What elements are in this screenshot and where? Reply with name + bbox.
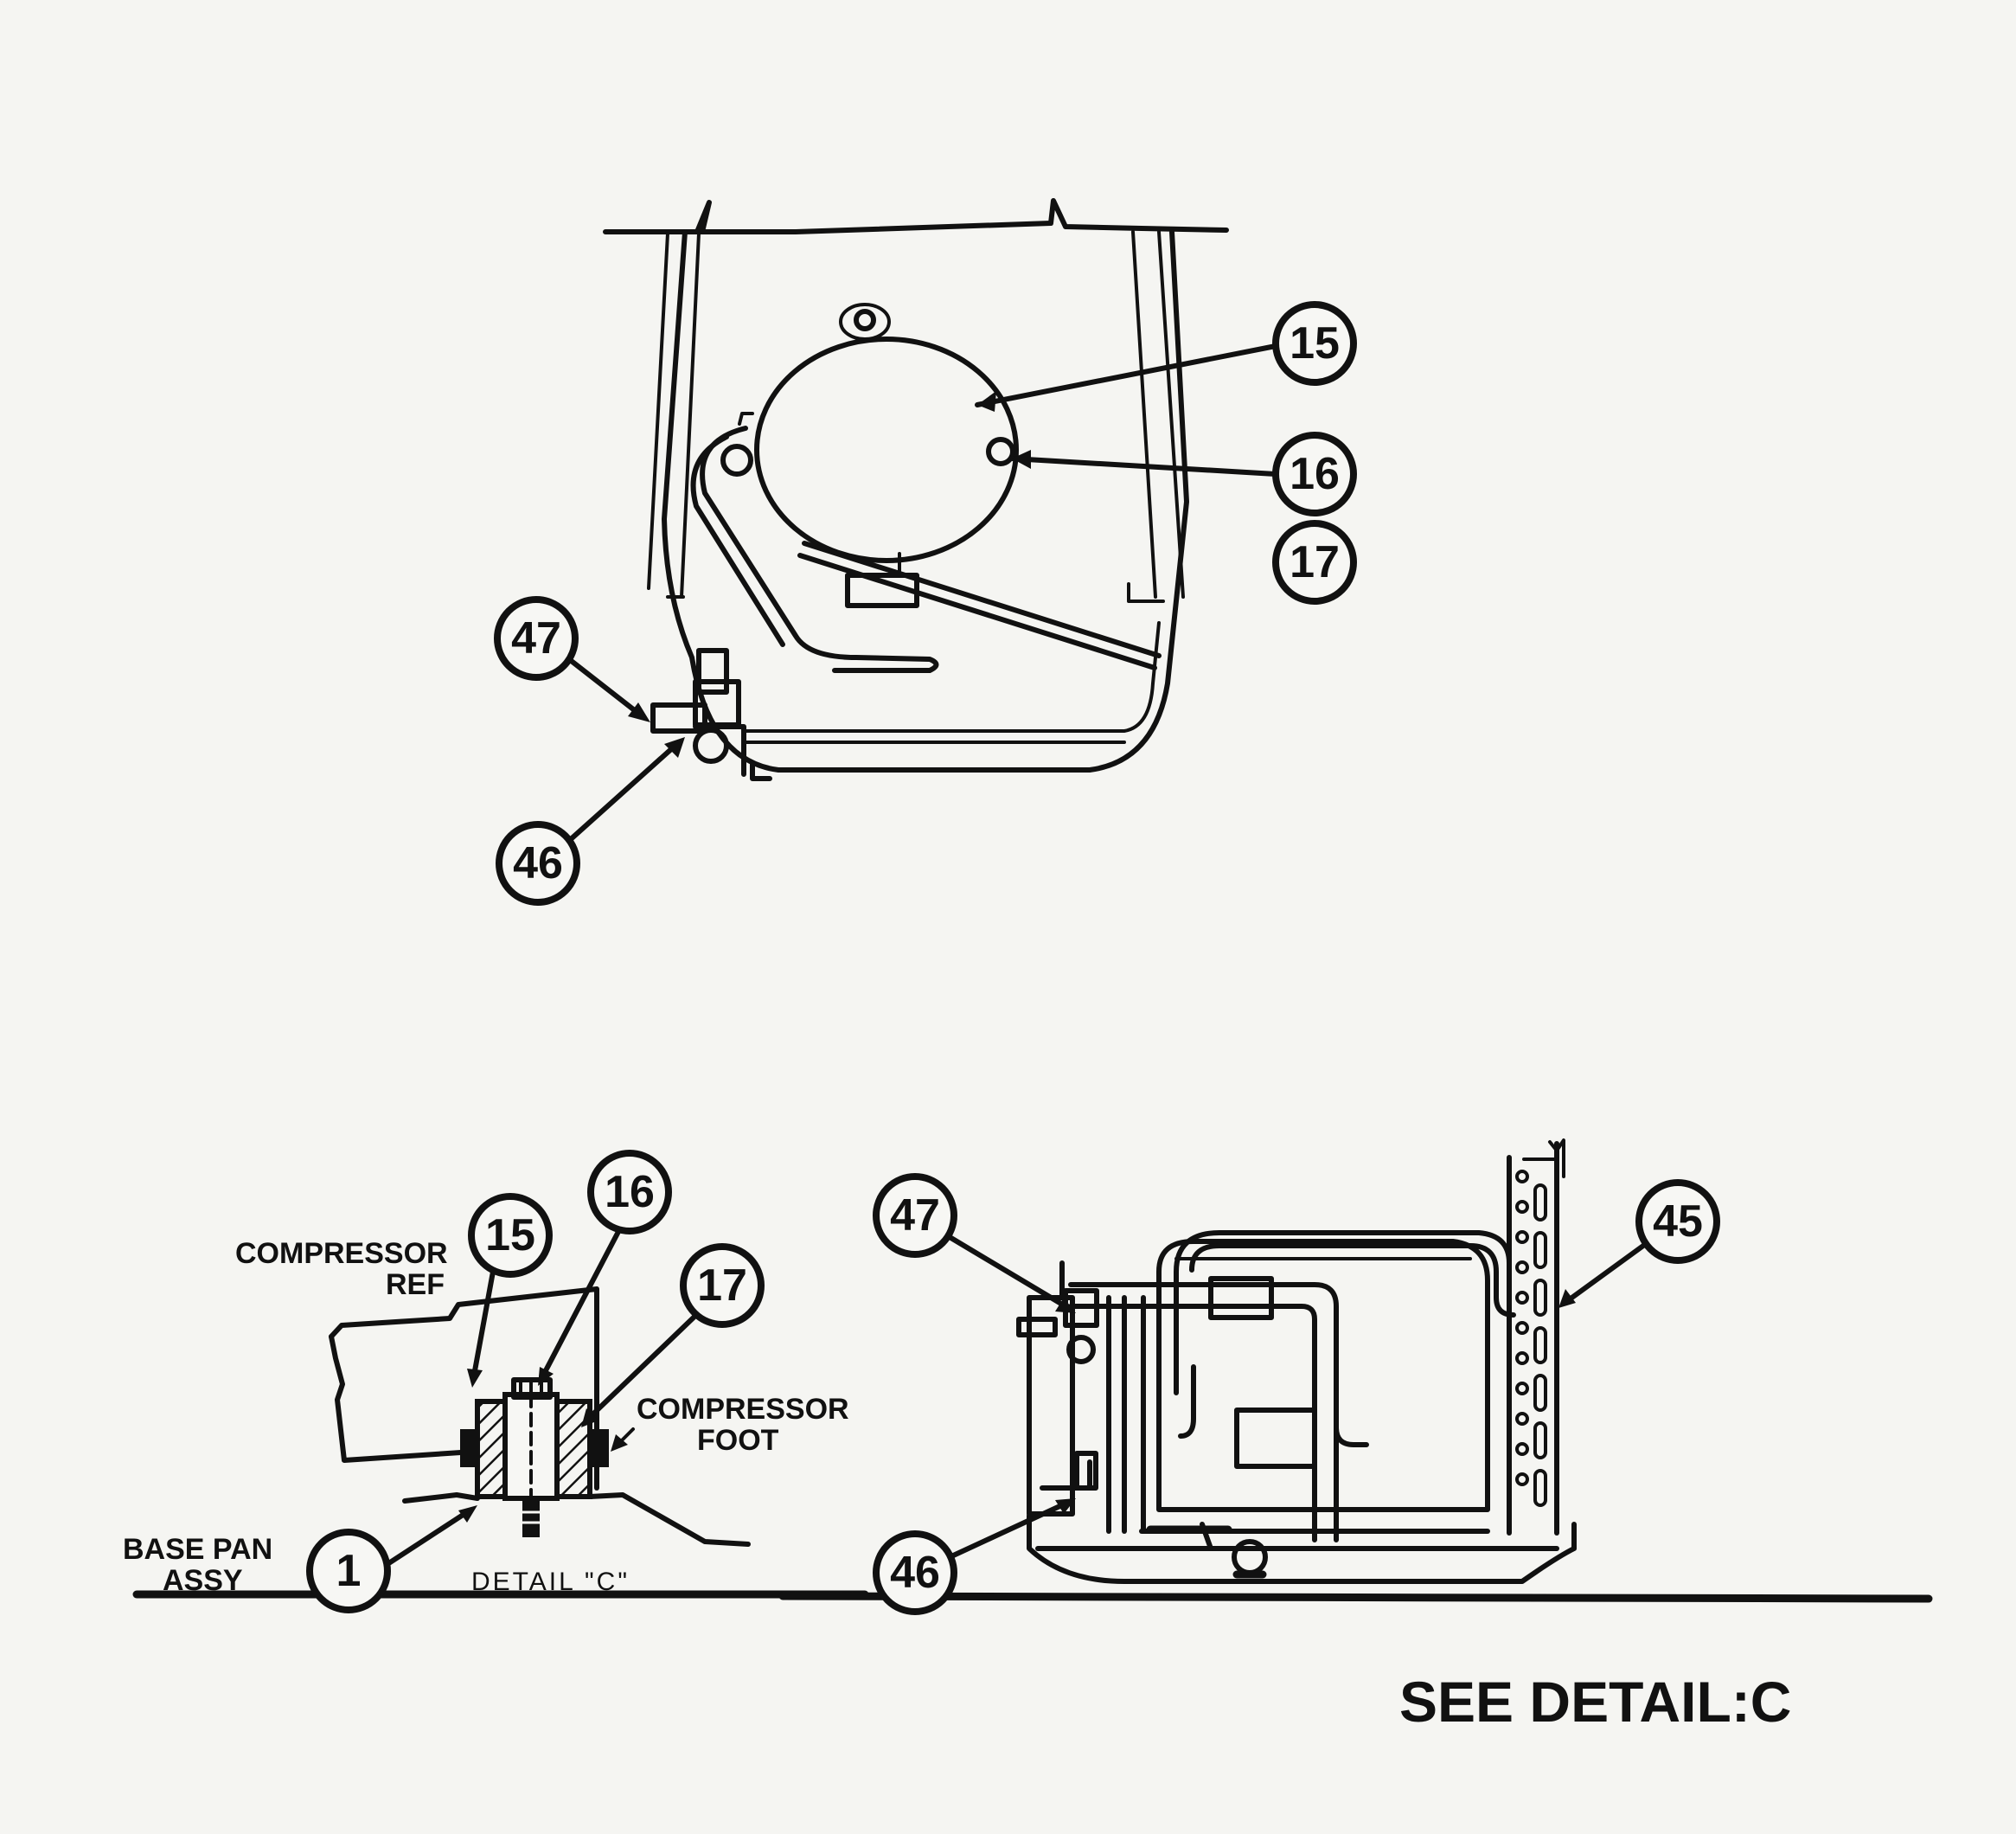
- compressor-foot-left: [460, 1429, 479, 1467]
- svg-text:15: 15: [485, 1210, 535, 1260]
- side-callouts: 47 46 45: [873, 1173, 1720, 1615]
- svg-text:15: 15: [1290, 318, 1340, 369]
- callout-47-top: 47: [494, 596, 579, 681]
- side-view: [778, 1138, 1933, 1603]
- top-callouts: 15 16 17 47 46: [494, 301, 1357, 906]
- svg-text:1: 1: [336, 1546, 362, 1596]
- compressor-ref-label-1: COMPRESSOR: [235, 1237, 448, 1270]
- svg-text:45: 45: [1653, 1196, 1703, 1247]
- svg-text:16: 16: [605, 1167, 655, 1217]
- mounting-bolt-left: [720, 444, 753, 477]
- detail-c-caption: DETAIL "C": [471, 1568, 630, 1596]
- base-pan-label-1: BASE PAN: [123, 1533, 272, 1566]
- compressor-ref-label-2: REF: [386, 1268, 445, 1301]
- callout-47-side: 47: [873, 1173, 957, 1258]
- compressor-foot-label-2: FOOT: [697, 1424, 779, 1457]
- see-detail-caption: SEE DETAIL:C: [1399, 1670, 1791, 1734]
- callout-16-top: 16: [1272, 432, 1357, 516]
- coil-tubes: [1515, 1170, 1547, 1507]
- compressor-foot-label-1: COMPRESSOR: [637, 1393, 849, 1426]
- compressor-body-top: [754, 337, 1019, 563]
- detail-c-labels: COMPRESSOR REF COMPRESSOR FOOT BASE PAN …: [123, 1237, 849, 1597]
- callout-17-detail: 17: [680, 1243, 765, 1328]
- detail-c-callouts: 15 16 17 1: [306, 1150, 765, 1613]
- base-pan-label-2: ASSY: [163, 1564, 243, 1597]
- svg-text:17: 17: [697, 1260, 747, 1311]
- svg-text:16: 16: [1290, 449, 1340, 499]
- compressor-foot-right: [590, 1429, 609, 1467]
- svg-text:47: 47: [511, 613, 561, 664]
- callout-15-detail: 15: [468, 1193, 553, 1278]
- svg-text:47: 47: [890, 1190, 940, 1241]
- callout-46-side: 46: [873, 1530, 957, 1615]
- callout-46-top: 46: [496, 821, 580, 906]
- top-view: [603, 198, 1229, 781]
- svg-text:46: 46: [890, 1548, 940, 1598]
- detail-c-view: [132, 1286, 869, 1599]
- svg-text:46: 46: [513, 838, 563, 888]
- mounting-bolt-right: [986, 437, 1015, 466]
- callout-1-detail: 1: [306, 1529, 391, 1613]
- callout-17-top: 17: [1272, 520, 1357, 605]
- callout-16-detail: 16: [587, 1150, 672, 1234]
- callout-15-top: 15: [1272, 301, 1357, 386]
- svg-text:17: 17: [1290, 537, 1340, 587]
- callout-45-side: 45: [1635, 1179, 1720, 1264]
